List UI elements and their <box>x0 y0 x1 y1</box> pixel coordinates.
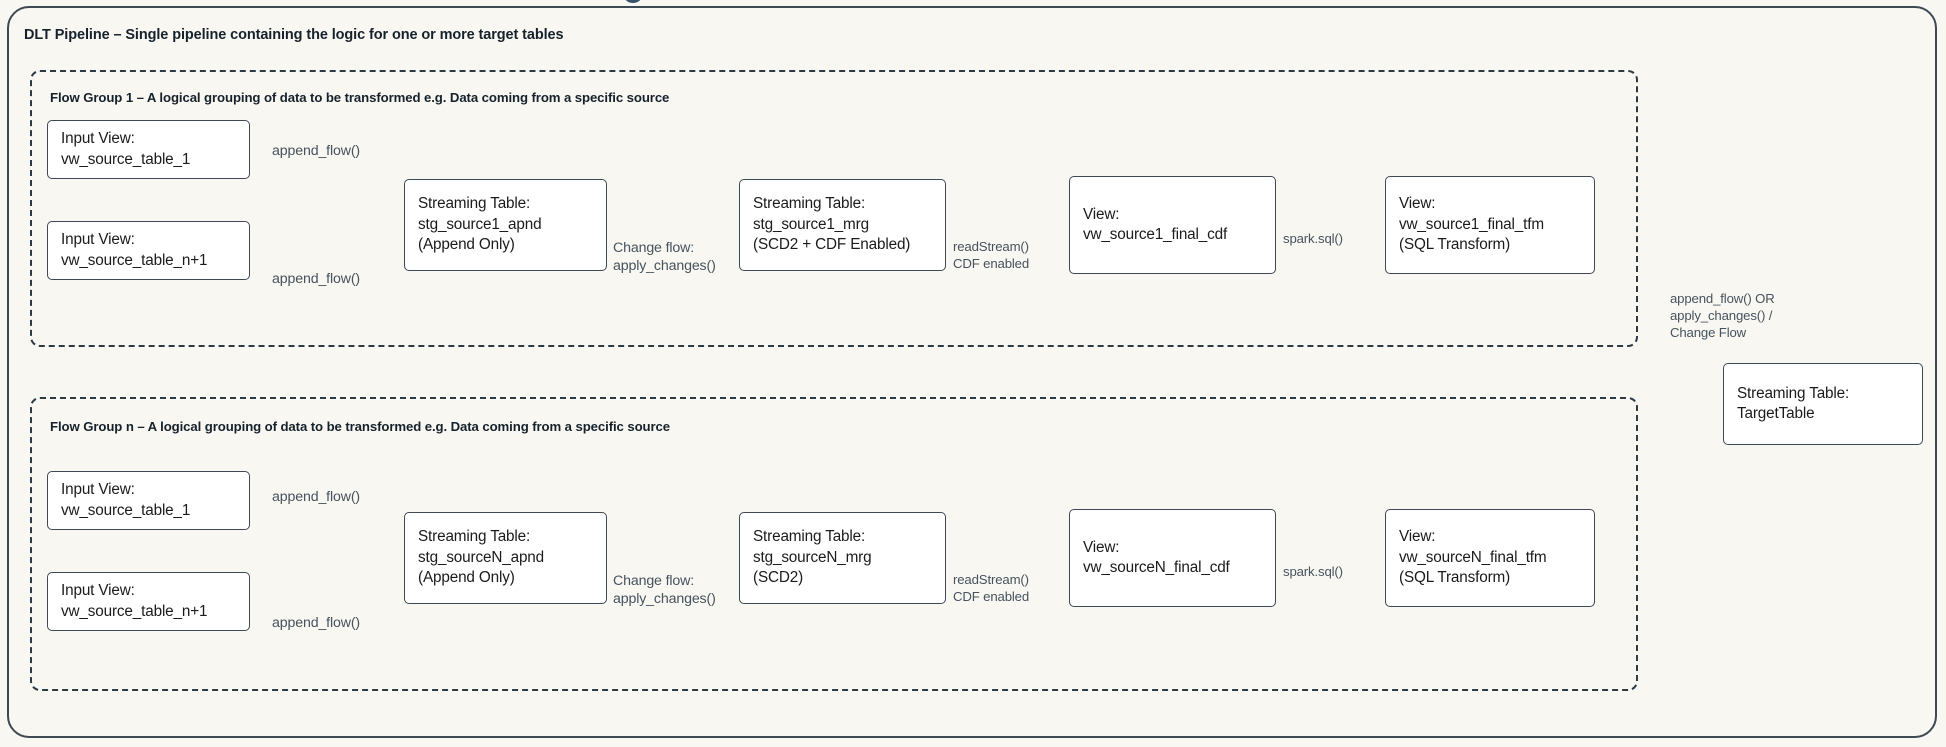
edge-label-fgn-change-flow: Change flow: apply_changes() <box>613 572 716 608</box>
node-fgn-view-final-cdf[interactable]: View: vw_sourceN_final_cdf <box>1069 509 1276 607</box>
edge-label-line: apply_changes() / <box>1670 308 1773 323</box>
edge-label-line: Change Flow <box>1670 325 1747 340</box>
node-line: (SQL Transform) <box>1399 236 1511 254</box>
node-line: stg_source1_apnd <box>418 215 542 233</box>
node-line: (SCD2 + CDF Enabled) <box>753 236 911 254</box>
flow-group-1-title: Flow Group 1 – A logical grouping of dat… <box>50 90 670 105</box>
node-line: Streaming Table: <box>753 195 866 213</box>
pipeline-title: DLT Pipeline – Single pipeline containin… <box>24 27 564 43</box>
edge-label-fgn-readstream: readStream() CDF enabled <box>953 571 1029 605</box>
edge-label-line: spark.sql() <box>1283 564 1343 579</box>
edge-label-fgn-append-bottom: append_flow() <box>272 614 360 632</box>
edge-label-line: apply_changes() <box>613 258 716 274</box>
flow-group-1-container <box>30 70 1638 347</box>
node-line: Input View: <box>61 231 135 248</box>
edge-label-fgn-spark-sql: spark.sql() <box>1283 563 1343 580</box>
node-line: (SCD2) <box>753 569 804 587</box>
edge-label-line: spark.sql() <box>1283 231 1343 246</box>
edge-label-fg1-append-top: append_flow() <box>272 142 360 160</box>
node-line: Streaming Table: <box>1737 384 1850 402</box>
edge-label-line: append_flow() <box>272 489 360 505</box>
node-line: Input View: <box>61 481 135 498</box>
node-fgn-streaming-table-append[interactable]: Streaming Table: stg_sourceN_apnd (Appen… <box>404 512 607 604</box>
node-line: View: <box>1399 195 1436 213</box>
node-fgn-streaming-table-merge[interactable]: Streaming Table: stg_sourceN_mrg (SCD2) <box>739 512 946 604</box>
node-line: vw_source_table_1 <box>61 150 191 168</box>
node-line: Input View: <box>61 582 135 599</box>
node-target-streaming-table[interactable]: Streaming Table: TargetTable <box>1723 363 1923 445</box>
node-line: Streaming Table: <box>753 528 866 546</box>
edge-label-line: CDF enabled <box>953 589 1030 604</box>
node-fg1-input-view-1[interactable]: Input View: vw_source_table_1 <box>47 120 250 179</box>
node-line: View: <box>1083 538 1120 556</box>
node-fgn-view-final-tfm[interactable]: View: vw_sourceN_final_tfm (SQL Transfor… <box>1385 509 1595 607</box>
edge-label-line: apply_changes() <box>613 591 716 607</box>
node-line: vw_source1_final_cdf <box>1083 226 1228 243</box>
cropped-title-glyph <box>625 0 641 3</box>
edge-label-fg1-spark-sql: spark.sql() <box>1283 230 1343 247</box>
node-fg1-input-view-2[interactable]: Input View: vw_source_table_n+1 <box>47 221 250 280</box>
node-fgn-input-view-1[interactable]: Input View: vw_source_table_1 <box>47 471 250 530</box>
node-line: vw_source_table_n+1 <box>61 251 208 269</box>
edge-label-line: CDF enabled <box>953 256 1030 271</box>
node-line: (SQL Transform) <box>1399 569 1511 587</box>
edge-label-line: append_flow() <box>272 143 360 159</box>
edge-label-fg1-change-flow: Change flow: apply_changes() <box>613 239 716 275</box>
node-line: View: <box>1399 528 1436 546</box>
edge-label-line: readStream() <box>953 239 1029 254</box>
edge-label-fg1-append-bottom: append_flow() <box>272 270 360 288</box>
edge-label-target-flow: append_flow() OR apply_changes() / Chang… <box>1670 290 1775 341</box>
node-fgn-input-view-2[interactable]: Input View: vw_source_table_n+1 <box>47 572 250 631</box>
node-line: View: <box>1083 205 1120 223</box>
node-line: (Append Only) <box>418 569 515 587</box>
edge-label-line: append_flow() <box>272 271 360 287</box>
edge-label-line: Change flow: <box>613 573 695 589</box>
node-line: Input View: <box>61 130 135 147</box>
node-fg1-streaming-table-merge[interactable]: Streaming Table: stg_source1_mrg (SCD2 +… <box>739 179 946 271</box>
dlt-pipeline-container <box>7 6 1937 738</box>
node-line: Streaming Table: <box>418 195 531 213</box>
flow-group-n-title: Flow Group n – A logical grouping of dat… <box>50 419 671 434</box>
edge-label-line: append_flow() <box>272 615 360 631</box>
flow-group-n-container <box>30 397 1638 691</box>
node-line: vw_source_table_n+1 <box>61 602 208 620</box>
node-line: vw_source_table_1 <box>61 501 191 519</box>
node-fg1-view-final-cdf[interactable]: View: vw_source1_final_cdf <box>1069 176 1276 274</box>
edge-label-line: readStream() <box>953 572 1029 587</box>
node-line: vw_sourceN_final_tfm <box>1399 548 1547 566</box>
node-line: stg_sourceN_mrg <box>753 548 872 566</box>
node-line: Streaming Table: <box>418 528 531 546</box>
node-line: vw_sourceN_final_cdf <box>1083 559 1230 576</box>
edge-label-fgn-append-top: append_flow() <box>272 488 360 506</box>
edge-label-line: Change flow: <box>613 240 695 256</box>
node-line: (Append Only) <box>418 236 515 254</box>
node-fg1-view-final-tfm[interactable]: View: vw_source1_final_tfm (SQL Transfor… <box>1385 176 1595 274</box>
node-line: stg_source1_mrg <box>753 215 869 233</box>
node-line: stg_sourceN_apnd <box>418 548 545 566</box>
edge-label-line: append_flow() OR <box>1670 291 1775 306</box>
node-fg1-streaming-table-append[interactable]: Streaming Table: stg_source1_apnd (Appen… <box>404 179 607 271</box>
node-line: TargetTable <box>1737 405 1815 422</box>
edge-label-fg1-readstream: readStream() CDF enabled <box>953 238 1029 272</box>
node-line: vw_source1_final_tfm <box>1399 215 1544 233</box>
